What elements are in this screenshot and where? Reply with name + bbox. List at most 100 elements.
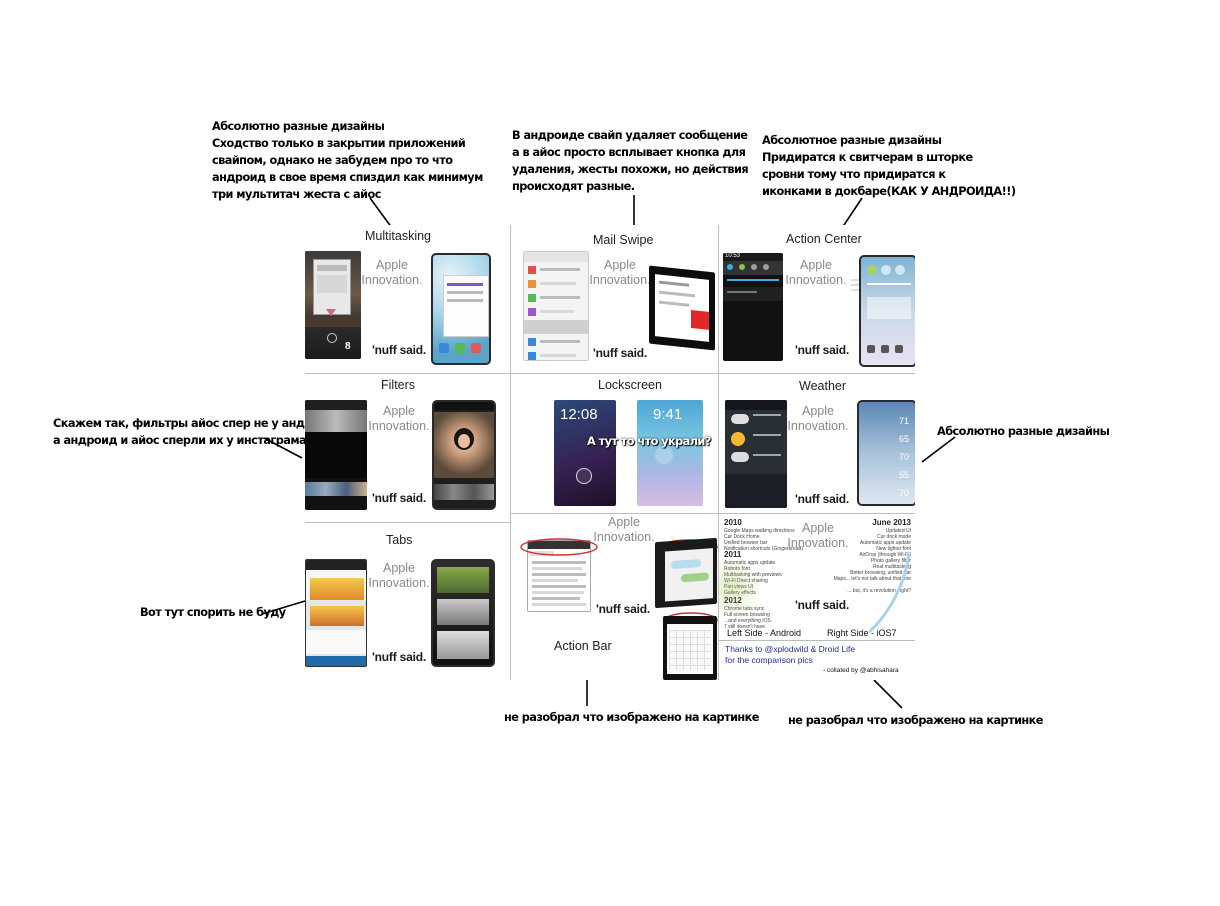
apple-innovation-text: Apple Innovation. xyxy=(368,404,430,433)
cloud-icon xyxy=(731,414,749,424)
highlight-circle xyxy=(520,538,598,556)
ios-screenshot xyxy=(431,559,495,667)
avatar xyxy=(528,338,536,346)
cell-title: Lockscreen xyxy=(598,378,662,392)
ios7-swoosh xyxy=(869,554,911,634)
note-line: андроид в свое время спиздил как минимум xyxy=(212,171,483,184)
cell-title: Multitasking xyxy=(365,229,431,243)
nuff-said-text: 'nuff said. xyxy=(596,602,650,616)
note-tabs: Вот тут спорить не буду xyxy=(140,606,286,619)
temperature: 71 xyxy=(898,416,909,426)
ios-screenshot xyxy=(431,253,491,365)
lockscreen-overlay-note: А тут то что украли? xyxy=(587,435,711,448)
year-label: 2011 xyxy=(724,550,741,559)
sun-icon xyxy=(731,432,745,446)
lock-time: 12:08 xyxy=(560,406,598,423)
android-screenshot xyxy=(523,251,589,361)
note-line: Придиратся к свитчерам в шторке xyxy=(762,151,973,164)
cell-mail-swipe: Mail Swipe Apple Innovation. 'nuff said. xyxy=(511,225,718,373)
ios-screenshot: 9:41 xyxy=(637,400,703,506)
note-line: сровни тому что придиратся к xyxy=(762,168,946,181)
note-line: свайпом, однако не забудем про то что xyxy=(212,154,453,167)
right-side-label: Right Side - iOS7 xyxy=(827,628,897,638)
avatar xyxy=(528,280,536,288)
avatar xyxy=(528,294,536,302)
avatar xyxy=(528,308,536,316)
android-screenshot xyxy=(305,559,367,667)
note-line: а андроид и айос сперли их у инстаграма xyxy=(53,434,307,447)
android-screenshot: 8 xyxy=(305,251,361,359)
cell-title: Tabs xyxy=(386,533,413,547)
cell-title: Mail Swipe xyxy=(593,233,654,247)
apple-innovation-text: Apple Innovation. xyxy=(785,258,847,287)
note-line: Сходство только в закрытии приложений xyxy=(212,137,466,150)
note-timeline: не разобрал что изображено на картинке xyxy=(788,714,1043,727)
note-line: В андроиде свайп удаляет сообщение xyxy=(512,129,748,142)
temperature: 55 xyxy=(898,470,909,480)
grid-divider xyxy=(305,522,510,523)
note-weather: Абсолютно разные дизайны xyxy=(937,425,1110,438)
brightness-slider xyxy=(727,279,779,281)
temperature: 70 xyxy=(898,488,909,498)
note-mail-swipe: В андроиде свайп удаляет сообщение а в а… xyxy=(512,127,749,195)
cell-weather: Weather Apple Innovation. 'nuff said. 71… xyxy=(719,374,915,513)
temperature: 70 xyxy=(898,452,909,462)
pointer-timeline xyxy=(873,679,903,709)
grid-divider xyxy=(510,225,511,680)
note-line: происходят разные. xyxy=(512,180,635,193)
year-items: Automatic apps updateRoboto font Multita… xyxy=(724,560,782,596)
bluetooth-icon xyxy=(739,264,745,270)
triangle-icon xyxy=(326,309,336,316)
pointer-action-center xyxy=(841,197,863,229)
sound-icon xyxy=(763,264,769,270)
grid-divider xyxy=(510,513,718,514)
cell-action-bar: Apple Innovation. 'nuff said. Action Bar xyxy=(511,514,718,680)
wifi-icon xyxy=(727,264,733,270)
status-time: 10:53 xyxy=(723,253,783,261)
lock-time: 9:41 xyxy=(653,406,683,423)
note-line: Скажем так, фильтры айос спер не у андро… xyxy=(53,417,347,430)
apple-innovation-text: Apple Innovation. xyxy=(589,258,651,287)
nuff-said-text: 'nuff said. xyxy=(372,650,426,664)
year-label: 2010 xyxy=(724,518,742,527)
note-filters: Скажем так, фильтры айос спер не у андро… xyxy=(53,415,347,449)
note-line: а в айос просто всплывает кнопка для xyxy=(512,146,746,159)
cell-filters: Filters Apple Innovation. 'nuff said. xyxy=(305,374,510,522)
android-screenshot xyxy=(305,400,367,510)
collated-text: - collated by @abhisahara xyxy=(823,667,899,674)
ios-screenshot xyxy=(859,255,915,367)
android-screenshot: 12:08 xyxy=(554,400,616,506)
cell-lockscreen: Lockscreen 12:08 9:41 А тут то что украл… xyxy=(511,374,718,513)
thanks-text: Thanks to @xplodwild & Droid Life for th… xyxy=(725,644,856,665)
apple-innovation-text: Apple Innovation. xyxy=(593,515,655,544)
ios-screenshot xyxy=(663,616,717,680)
note-action-center: Абсолютное разные дизайны Придиратся к с… xyxy=(762,132,1016,200)
cell-action-center: Action Center 10:53 Apple Innovation. 'n… xyxy=(719,225,915,373)
nuff-said-text: 'nuff said. xyxy=(372,491,426,505)
nuff-said-text: 'nuff said. xyxy=(795,492,849,506)
ios-screenshot: 71 65 70 55 70 xyxy=(857,400,915,506)
avatar xyxy=(528,266,536,274)
note-action-bar: не разобрал что изображено на картинке xyxy=(504,711,759,724)
grid-divider xyxy=(718,513,915,514)
nuff-said-text: 'nuff said. xyxy=(593,346,647,360)
left-side-label: Left Side - Android xyxy=(727,628,802,638)
grid-divider xyxy=(718,225,719,680)
divider xyxy=(719,640,915,641)
apple-innovation-text: Apple Innovation. xyxy=(787,404,849,433)
note-multitasking: Абсолютно разные дизайны Сходство только… xyxy=(212,118,483,203)
cloud-icon xyxy=(731,452,749,462)
ios-screenshot xyxy=(432,400,496,510)
person-face xyxy=(458,434,470,448)
cell-title: Filters xyxy=(381,378,416,392)
cell-title: Action Bar xyxy=(554,639,612,653)
note-line: удаления, жесты похожи, но действия xyxy=(512,163,749,176)
note-line: иконками в докбаре(КАК У АНДРОИДА!!) xyxy=(762,185,1016,198)
ios-screenshot xyxy=(655,537,717,609)
avatar xyxy=(528,352,536,360)
year-label: 2012 xyxy=(724,596,742,605)
nuff-said-text: 'nuff said. xyxy=(795,598,849,612)
